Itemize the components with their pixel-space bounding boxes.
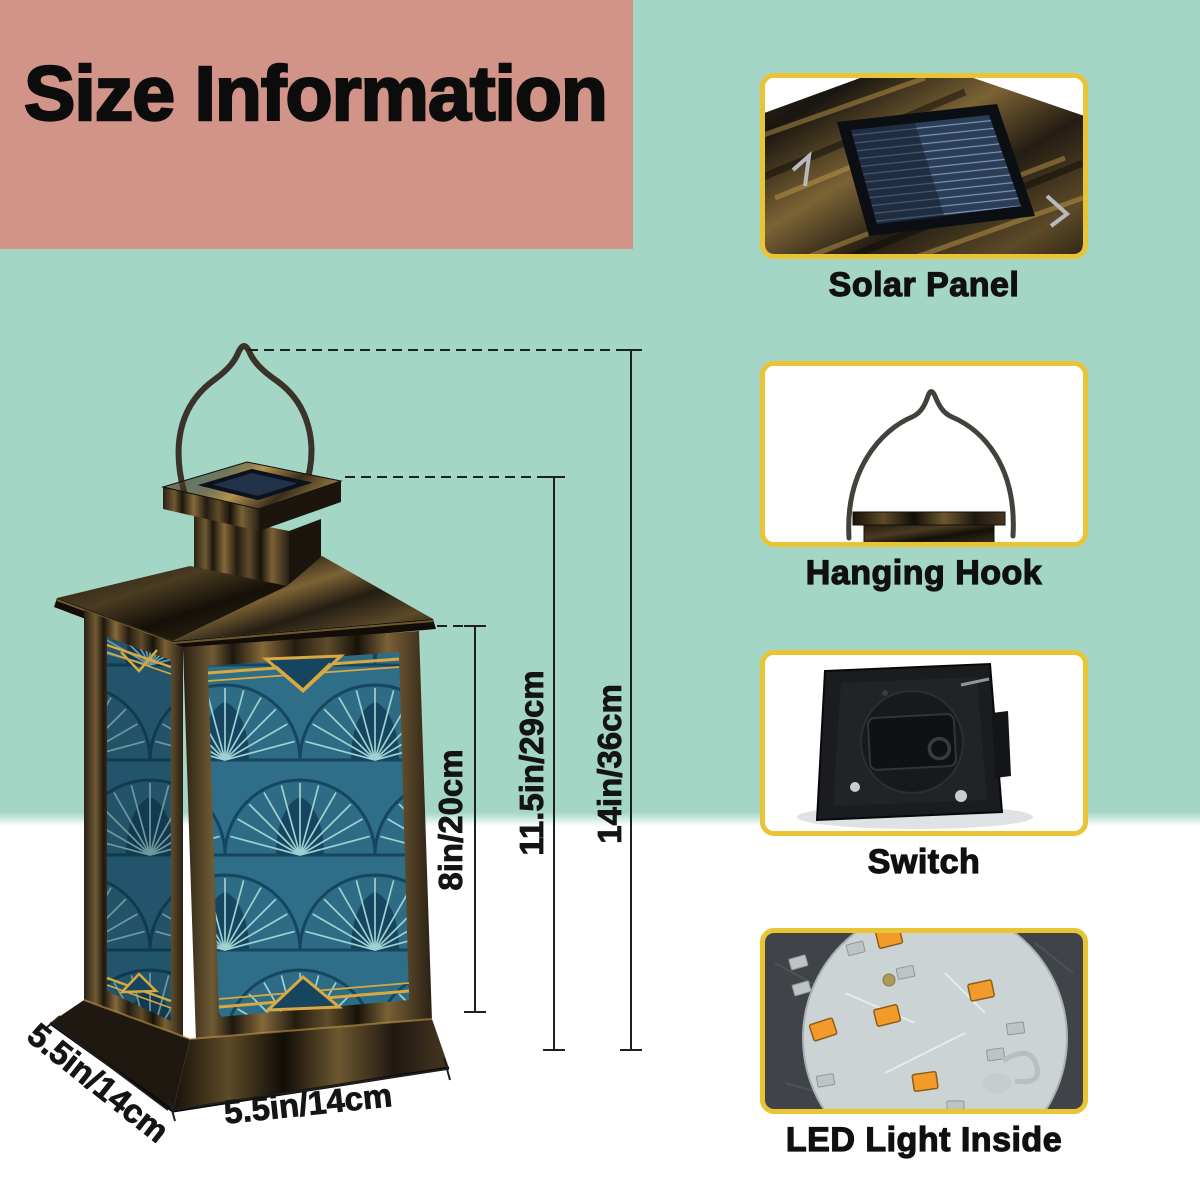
feature-caption: Switch xyxy=(867,842,981,881)
feature-caption: Hanging Hook xyxy=(805,553,1043,592)
dimension-lines xyxy=(43,349,642,1122)
feature-hanging-hook: Hanging Hook xyxy=(760,361,1088,593)
feature-solar-panel: Solar Panel xyxy=(760,73,1088,305)
dimension-line-upper-height xyxy=(543,476,565,1051)
led-light-photo xyxy=(760,928,1088,1114)
dim-label-upper-height: 11.5in/29cm xyxy=(513,670,551,856)
feature-switch: Switch xyxy=(760,650,1088,882)
solar-panel-photo xyxy=(760,73,1088,259)
dimension-dashed-leaders xyxy=(248,349,631,627)
feature-caption: Solar Panel xyxy=(828,265,1020,304)
hanging-hook-photo xyxy=(760,361,1088,547)
switch-photo xyxy=(760,650,1088,836)
dimension-line-base-side xyxy=(43,1015,169,1111)
dim-label-total-height: 14in/36cm xyxy=(591,684,629,844)
dimension-line-panel-height xyxy=(464,625,486,1013)
dimension-line-base-front xyxy=(168,1057,451,1122)
pink-title-panel xyxy=(0,0,633,249)
dimension-line-total-height xyxy=(620,349,642,1051)
page-title: Size Information xyxy=(23,50,609,138)
lantern-illustration xyxy=(49,343,450,1113)
lantern-solar-panel xyxy=(197,468,313,501)
dim-label-panel-height: 8in/20cm xyxy=(432,749,470,891)
feature-caption: LED Light Inside xyxy=(785,1120,1063,1159)
lantern-hook-wire xyxy=(175,343,315,495)
feature-led-light: LED Light Inside xyxy=(760,928,1088,1160)
